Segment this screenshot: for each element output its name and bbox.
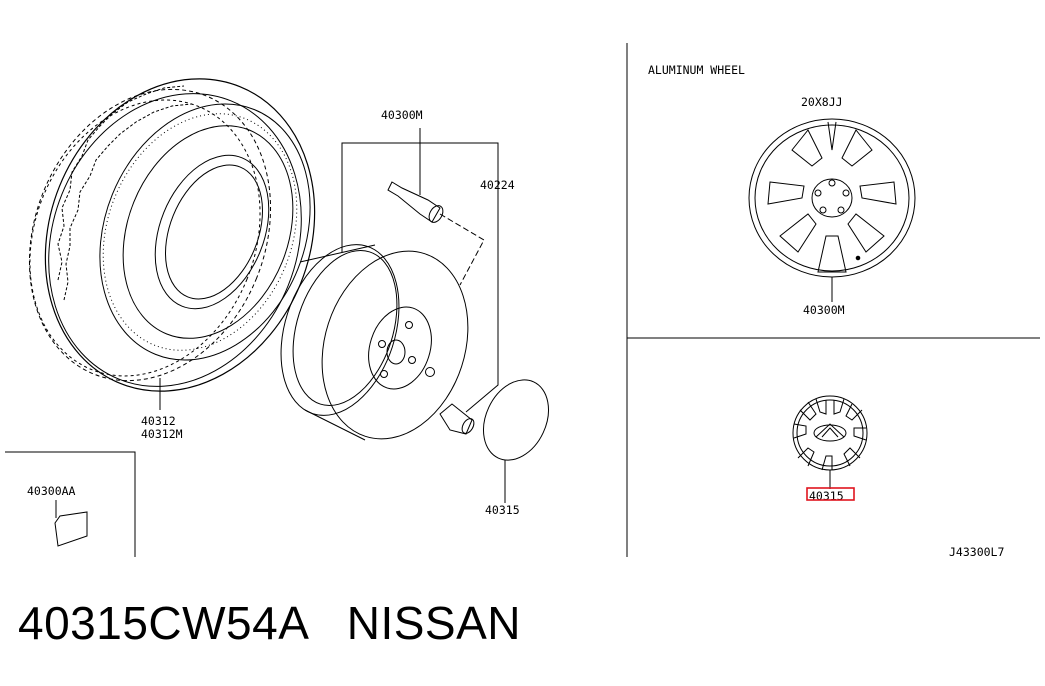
brand-name: NISSAN: [346, 597, 521, 649]
steel-wheel-drawing: [280, 244, 469, 441]
lug-nut-icon: [439, 403, 475, 435]
aluminum-wheel-title: ALUMINUM WHEEL: [648, 63, 745, 77]
tire-label-2: 40312M: [141, 427, 183, 441]
cap-ellipse-left: [483, 379, 549, 461]
tire-drawing: [28, 78, 316, 392]
center-cap-label: 40315: [809, 489, 844, 503]
weight-box: [5, 451, 136, 557]
bracket-lines: [341, 142, 499, 413]
valve-dashed-leader: [439, 213, 485, 286]
valve-icon: [387, 181, 444, 223]
drawing-code-label: J43300L7: [949, 545, 1004, 559]
aluminum-wheel-drawing: [748, 118, 916, 278]
infiniti-logo-icon: [813, 423, 847, 442]
wheel-nut-label: 40224: [480, 178, 515, 192]
wheel-size-label: 20X8JJ: [801, 95, 843, 109]
part-number: 40315CW54A: [18, 597, 307, 649]
tire-label-1: 40312: [141, 414, 176, 428]
highlight-box: [806, 487, 855, 501]
part-footer: 40315CW54A NISSAN: [18, 596, 521, 650]
center-cap-drawing: [792, 395, 868, 471]
cap-left-label: 40315: [485, 503, 520, 517]
weight-label: 40300AA: [27, 484, 76, 498]
wheel-assembly-label: 40300M: [381, 108, 423, 122]
weight-icon: [54, 511, 88, 547]
aluminum-wheel-label: 40300M: [803, 303, 845, 317]
